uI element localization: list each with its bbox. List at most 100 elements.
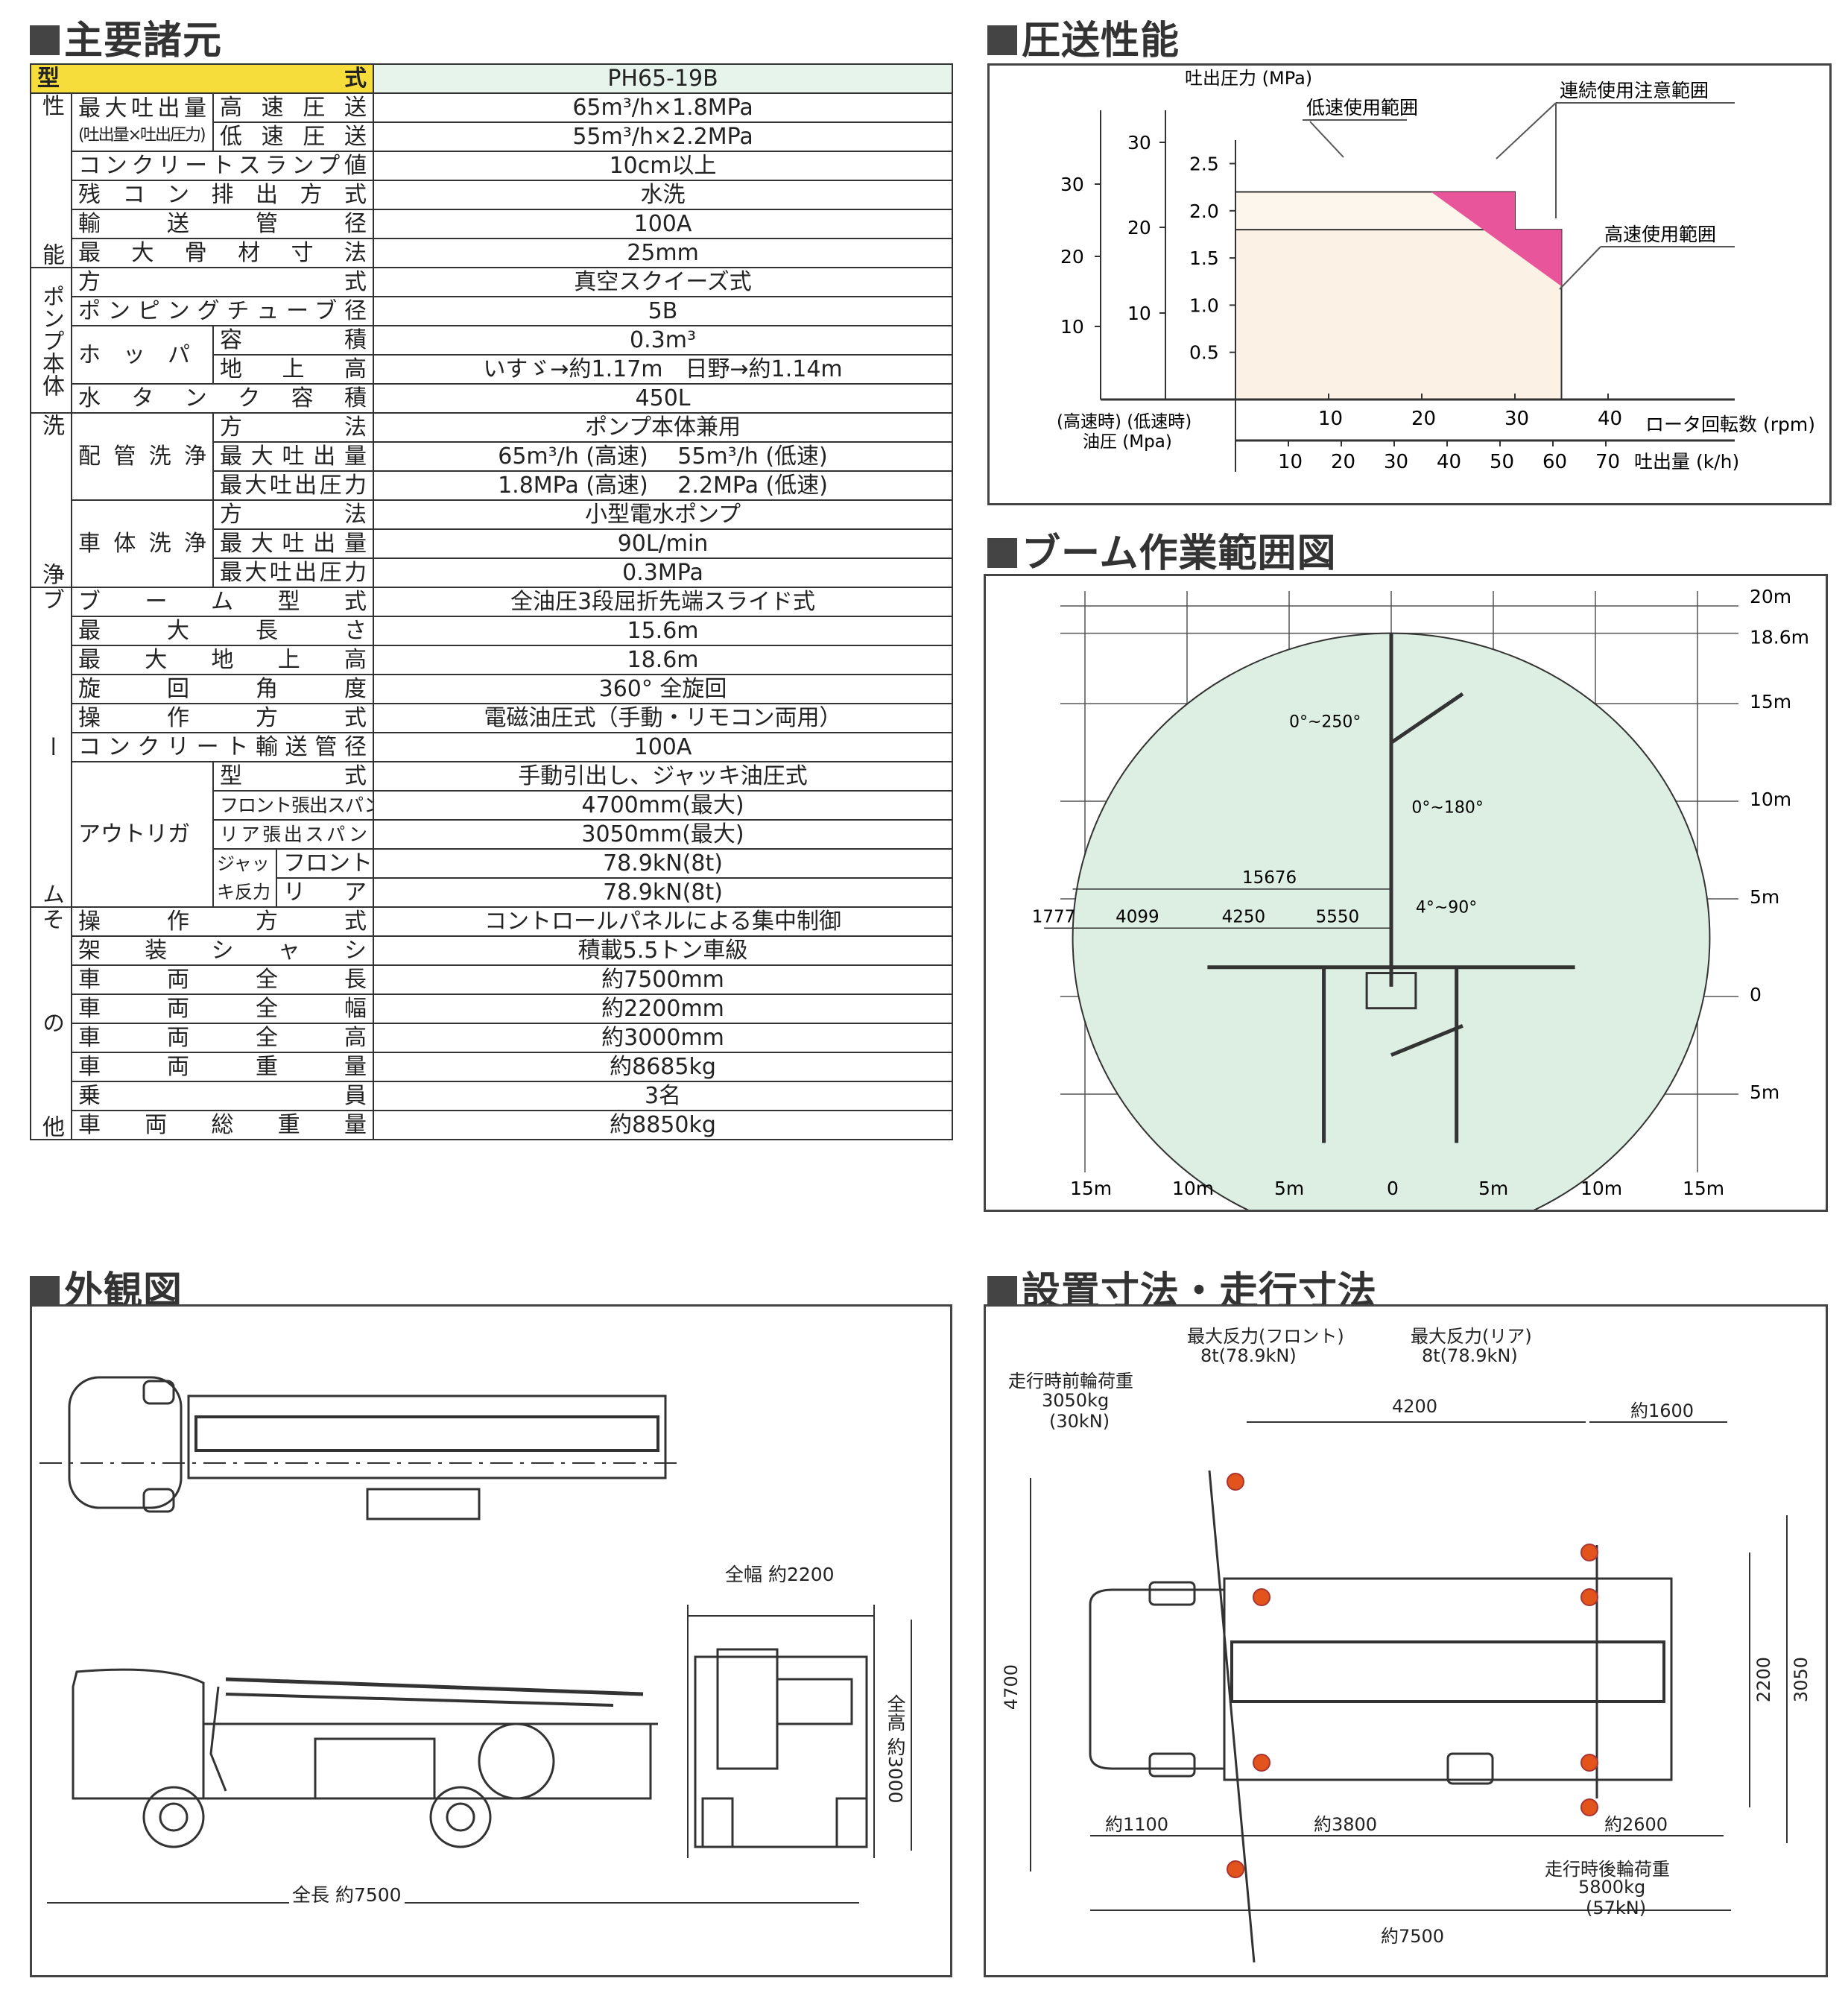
- y-tick-label: 2.0: [1189, 200, 1219, 222]
- row-label: コンクリート輸送管径: [70, 732, 375, 762]
- front-load-kg: 3050kg: [1042, 1390, 1110, 1411]
- install-panel: 最大反力(フロント) 8t(78.9kN) 最大反力(リア) 8t(78.9kN…: [984, 1304, 1828, 1977]
- row-value: ポンプ本体兼用: [373, 412, 954, 443]
- arrow-icon: [1559, 246, 1601, 290]
- dim-4099: 4099: [1116, 907, 1159, 926]
- row-value: 約2200mm: [373, 994, 954, 1024]
- rear-reaction-value: 8t(78.9kN): [1422, 1345, 1518, 1366]
- high-speed-range-area: [1235, 229, 1563, 400]
- square-bullet-icon: [30, 25, 60, 55]
- row-label: 容積: [212, 325, 375, 356]
- arrow-icon: [1496, 102, 1557, 159]
- row-label: 操作方式: [70, 906, 375, 937]
- max-output-sub: (吐出量×吐出圧力): [78, 126, 206, 145]
- low-oil-tick-label: 10: [1127, 303, 1151, 324]
- row-value: 450L: [373, 383, 954, 414]
- outrigger-pad-icon: [1580, 1588, 1598, 1606]
- dimension-lines: [47, 1605, 912, 1904]
- dimension-lines: [1030, 1421, 1788, 1911]
- oil-pressure-label: (高速時) (低速時): [1057, 412, 1192, 432]
- row-label: フロント張出スパン: [212, 790, 375, 821]
- low-oil-tick-label: 30: [1127, 132, 1151, 154]
- row-label: 最大吐出圧力: [212, 470, 375, 501]
- row-value: 100A: [373, 732, 954, 762]
- x-scale-label: 5m: [1478, 1178, 1508, 1199]
- y-axis-label: 吐出圧力 (MPa): [1185, 68, 1312, 89]
- table-row: その他 操作方式コントロールパネルによる集中制御: [30, 906, 954, 1140]
- square-bullet-icon: [987, 1276, 1017, 1306]
- angle-label-2: 0°~180°: [1411, 799, 1483, 818]
- truck-top-view: [1089, 1470, 1673, 1963]
- row-label: 低速圧送: [212, 121, 375, 152]
- table-row: 車両重量約8685kg: [31, 1052, 954, 1082]
- outrigger-pad-icon: [1580, 1544, 1598, 1561]
- y-scale-label: 20m: [1750, 586, 1791, 607]
- truck-rear-view: [694, 1648, 868, 1848]
- exterior-panel: 全長 約7500 全幅 約2200 全高 約3000: [30, 1304, 952, 1977]
- row-label: 最大吐出量: [212, 528, 375, 559]
- outrigger-pads: [1227, 1473, 1598, 1878]
- high-oil-tick-label: 20: [1060, 246, 1084, 268]
- group-jack: ジャッキ反力: [212, 848, 277, 908]
- high-oil-tick-label: 10: [1060, 316, 1084, 338]
- rpm-tick-label: 40: [1598, 408, 1622, 430]
- row-label: 車両全高: [70, 1023, 375, 1053]
- table-row: ポンプ本体 方式真空スクイーズ式: [30, 267, 954, 414]
- angle-label-1: 0°~250°: [1289, 713, 1361, 731]
- flow-axis-label: 吐出量 (k/h): [1634, 451, 1739, 473]
- row-value: 18.6m: [373, 645, 954, 675]
- square-bullet-icon: [987, 538, 1017, 568]
- rpm-tick-label: 20: [1411, 408, 1436, 430]
- row-value: 約8850kg: [373, 1110, 954, 1140]
- table-row: 地上高いすゞ→約1.17m 日野→約1.14m: [31, 354, 954, 385]
- y-scale-label: 0: [1750, 984, 1762, 1005]
- x-scale-label: 10m: [1172, 1178, 1214, 1199]
- angle-label-3: 4°~90°: [1416, 898, 1477, 917]
- row-label: 最大長さ: [70, 616, 375, 646]
- outrigger-pad-icon: [1253, 1754, 1270, 1772]
- x-scale-label: 5m: [1274, 1178, 1304, 1199]
- dim-5550: 5550: [1316, 907, 1360, 926]
- rear-load-kg: 5800kg: [1578, 1877, 1646, 1898]
- table-row: 架装シャシ積載5.5トン車級: [31, 935, 954, 966]
- exterior-drawing: [39, 1376, 912, 1904]
- row-value: 55m³/h×2.2MPa: [373, 121, 954, 152]
- truck-side-view: [72, 1668, 658, 1848]
- group-boom: ブーム: [30, 587, 72, 908]
- dim-7500: 約7500: [1381, 1926, 1445, 1947]
- row-value: 3名: [373, 1081, 954, 1111]
- row-value: 3050mm(最大): [373, 819, 954, 850]
- x-scale-label: 0: [1387, 1178, 1399, 1199]
- rear-reaction-title: 最大反力(リア): [1411, 1326, 1532, 1347]
- y-scale-label: 15m: [1750, 691, 1791, 713]
- flow-tick-label: 70: [1595, 451, 1620, 473]
- table-row: 型 式 PH65-19B: [29, 63, 954, 94]
- row-value: 小型電水ポンプ: [373, 499, 954, 530]
- table-row: アウトリガ 型式手動引出し、ジャッキ油圧式: [31, 761, 954, 908]
- dim-3800: 約3800: [1314, 1814, 1378, 1835]
- table-row: 残コン排出方式水洗: [31, 180, 954, 210]
- flow-tick-label: 40: [1437, 451, 1461, 473]
- row-label: 最大吐出量: [212, 441, 375, 472]
- dim-4200: 4200: [1392, 1396, 1438, 1417]
- low-oil-tick-label: 20: [1127, 217, 1151, 239]
- x-scale-label: 10m: [1580, 1178, 1622, 1199]
- table-row: 車両全長約7500mm: [31, 964, 954, 995]
- table-row: 車両総重量約8850kg: [31, 1110, 954, 1140]
